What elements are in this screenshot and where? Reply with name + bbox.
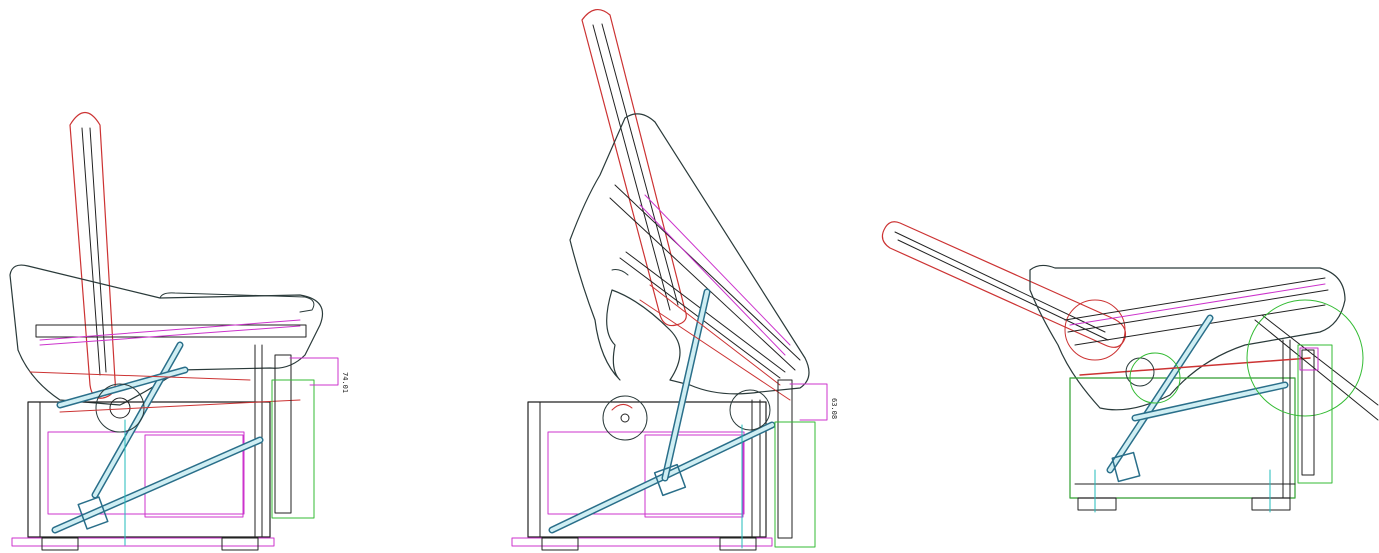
figure-recline xyxy=(881,221,1379,513)
footrest-arc-recline xyxy=(1246,299,1364,417)
seat-outline-recline xyxy=(1029,264,1346,411)
dimension-label-upright: 74.01 xyxy=(341,372,349,393)
floor-rail-upright xyxy=(11,537,275,547)
leg-rest-upright xyxy=(274,354,292,514)
backrest-lift xyxy=(581,9,687,327)
base-frame-lift xyxy=(527,401,767,538)
seat-rail-upright xyxy=(35,324,307,338)
seat-outline-lift xyxy=(569,113,810,395)
backrest-upright xyxy=(69,111,116,399)
backrest-recline xyxy=(881,221,1127,361)
motor-disk-lift xyxy=(602,395,648,441)
seat-outline-upright xyxy=(9,264,324,406)
cushion-outline-upright xyxy=(159,292,315,313)
figure-upright: 74.01 xyxy=(9,111,349,551)
linkage-arms-lift xyxy=(548,288,776,534)
leg-rest-recline xyxy=(1301,349,1315,476)
linkage-arms-upright xyxy=(51,341,264,534)
figure-lift: 63.08 xyxy=(511,9,838,551)
dimension-label-lift: 63.08 xyxy=(830,398,838,419)
floor-rail-lift xyxy=(511,537,773,547)
linkage-arms-recline xyxy=(1106,314,1289,483)
leg-rest-lift xyxy=(777,379,793,539)
